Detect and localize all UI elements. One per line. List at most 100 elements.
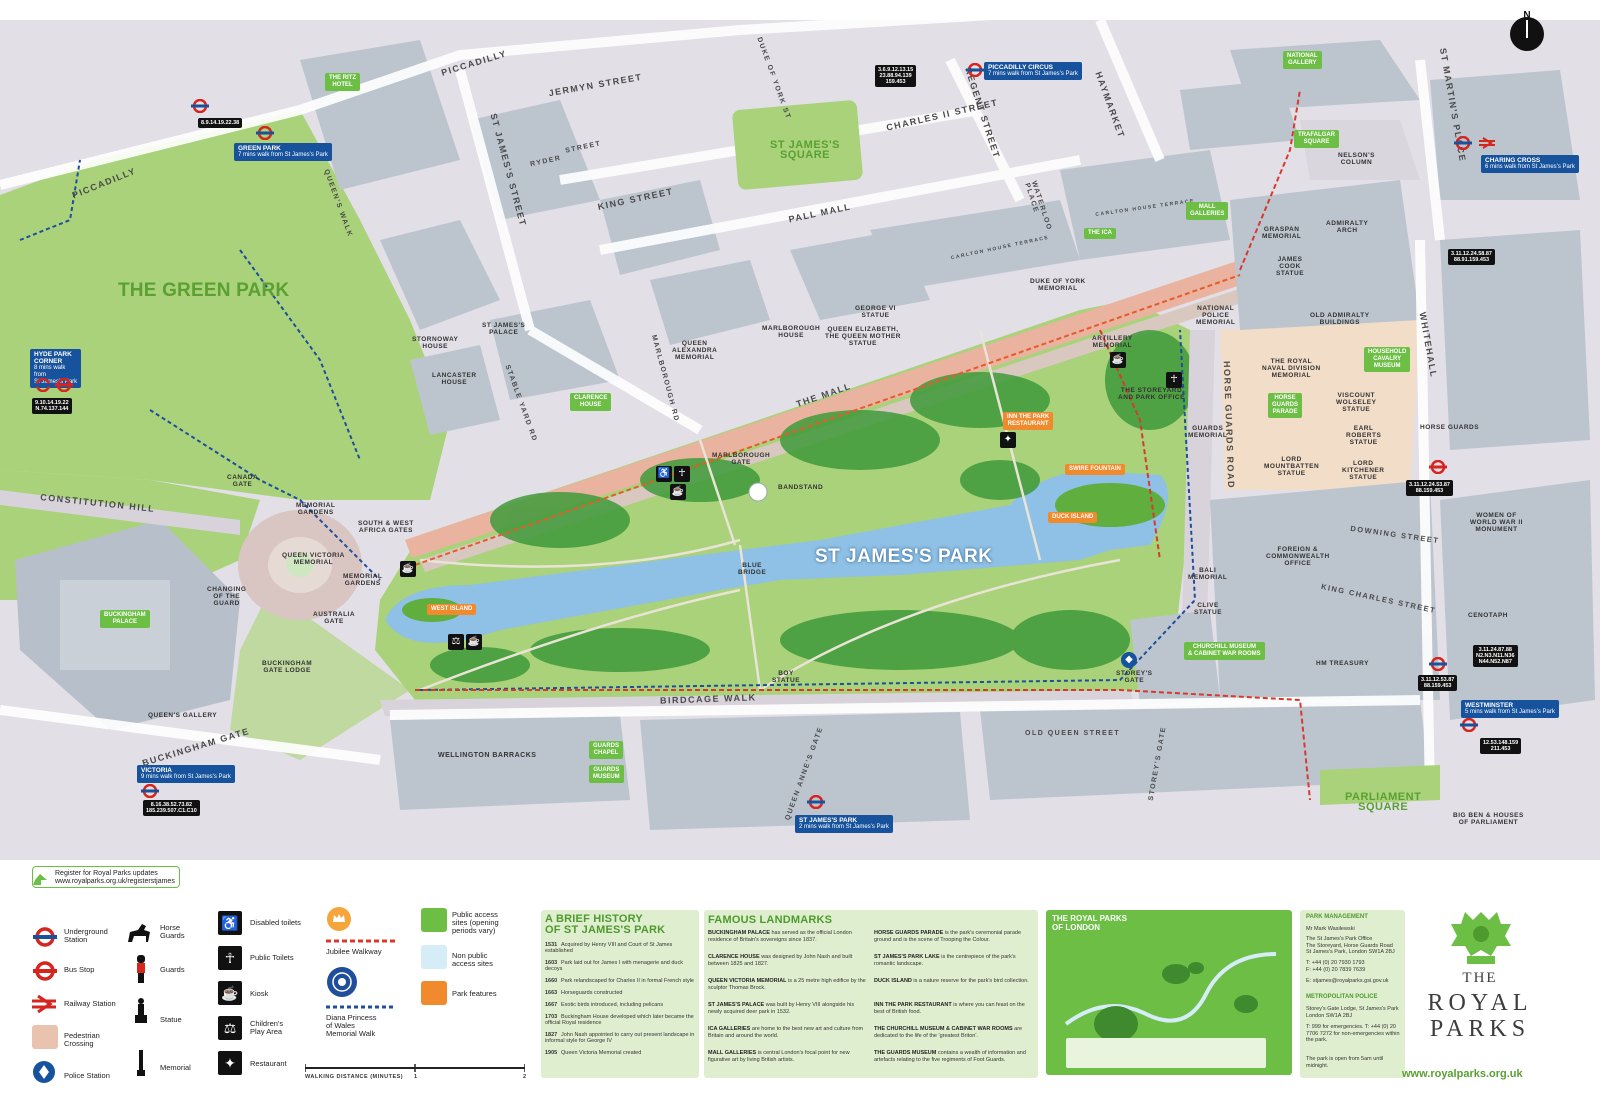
history-year: 1603	[545, 960, 558, 966]
tag-swire[interactable]: SWIRE FOUNTAIN	[1065, 464, 1125, 475]
tag-trafalgar[interactable]: TRAFALGAR SQUARE	[1294, 130, 1339, 148]
landmark-entry-text: was built by Henry VIII alongside his ne…	[708, 1002, 855, 1015]
station-walk: 5 mins walk from St James's Park	[1465, 709, 1555, 715]
landmark-national-police: NATIONAL POLICE MEMORIAL	[1196, 305, 1236, 326]
pm-manager: Mr Mark Wasilewski	[1306, 926, 1355, 932]
legend-non-public: Non public access sites	[452, 951, 493, 968]
kiosk-icon[interactable]: ☕	[400, 561, 416, 577]
landmark-entry: THE GUARDS MUSEUM contains a wealth of i…	[874, 1050, 1032, 1063]
landmark-australia-gate: AUSTRALIA GATE	[313, 611, 356, 625]
tag-household-cavalry[interactable]: HOUSEHOLD CAVALRY MUSEUM	[1364, 347, 1411, 372]
landmark-entry: MALL GALLERIES is central London's focal…	[708, 1050, 866, 1063]
legend-rail: Railway Station	[64, 999, 116, 1008]
station-walk: 9 mins walk from St James's Park	[141, 774, 231, 780]
landmark-entry-text: has served as the official London reside…	[708, 930, 852, 943]
landmark-queen-elizabeth: QUEEN ELIZABETH, THE QUEEN MOTHER STATUE	[825, 326, 901, 347]
landmark-entry: DUCK ISLAND is a nature reserve for the …	[874, 978, 1032, 985]
tag-mall-galleries[interactable]: MALL GALLERIES	[1186, 202, 1229, 220]
tag-churchill[interactable]: CHURCHILL MUSEUM & CABINET WAR ROOMS	[1184, 642, 1265, 660]
horse-guards-icon	[128, 924, 150, 942]
landmark-entry-name: ST JAMES'S PALACE	[708, 1002, 765, 1008]
public-toilets-icon[interactable]: ☥	[674, 466, 690, 482]
station-walk: 6 mins walk from St James's Park	[1485, 164, 1575, 170]
pm-tel: T: +44 (0) 20 7930 1793 F: +44 (0) 20 78…	[1306, 960, 1366, 973]
history-year: 1905	[545, 1050, 558, 1056]
history-text: Horseguards constructed	[561, 990, 623, 996]
landmark-entry: CLARENCE HOUSE was designed by John Nash…	[708, 954, 866, 967]
register-text: Register for Royal Parks updates www.roy…	[55, 870, 175, 885]
bus-routes: 3.11.12.24.58.87 88.91.159.453	[1448, 249, 1495, 265]
landmark-entry-name: QUEEN VICTORIA MEMORIAL	[708, 978, 787, 984]
royal-parks-logo-icon	[1451, 912, 1511, 964]
tag-ritz[interactable]: THE RITZ HOTEL	[325, 73, 360, 91]
tag-national-gallery[interactable]: NATIONAL GALLERY	[1283, 51, 1322, 69]
green-park-label: THE GREEN PARK	[118, 280, 290, 301]
tag-guards-museum[interactable]: GUARDS MUSEUM	[589, 765, 624, 783]
underground-icon	[807, 795, 825, 809]
street-old-queen: OLD QUEEN STREET	[1025, 730, 1121, 737]
landmark-entry: HORSE GUARDS PARADE is the park's ceremo…	[874, 930, 1032, 943]
play-area-icon[interactable]: ⚖	[448, 634, 464, 650]
tag-west-island[interactable]: WEST ISLAND	[427, 604, 477, 615]
tag-duck-island[interactable]: DUCK ISLAND	[1048, 512, 1098, 523]
bus-stop-icon	[55, 378, 73, 392]
tag-ica[interactable]: THE ICA	[1084, 228, 1116, 239]
st-james-park-label: ST JAMES'S PARK	[815, 546, 993, 567]
landmark-clive: CLIVE STATUE	[1194, 602, 1223, 616]
legend-play: Children's Play Area	[250, 1019, 284, 1036]
landmark-entry: QUEEN VICTORIA MEMORIAL is a 25 metre hi…	[708, 978, 866, 991]
tag-inn-the-park[interactable]: INN THE PARK RESTAURANT	[1003, 412, 1054, 430]
police-station-icon[interactable]: ◆	[1121, 652, 1137, 668]
royal-parks-inset[interactable]: THE ROYAL PARKS OF LONDON	[1046, 910, 1292, 1075]
pm-address: The St James's Park Office The Storeyard…	[1306, 936, 1395, 955]
logo-royal: ROYAL	[1427, 990, 1533, 1016]
history-text: Park relandscaped for Charles II in form…	[561, 978, 694, 984]
kiosk-icon[interactable]: ☕	[670, 484, 686, 500]
pm-email[interactable]: E: stjames@royalparks.gsi.gov.uk	[1306, 978, 1389, 984]
landmark-cenotaph: CENOTAPH	[1468, 612, 1508, 619]
landmark-queen-victoria: QUEEN VICTORIA MEMORIAL	[282, 552, 345, 566]
landmark-buckingham-gate-lodge: BUCKINGHAM GATE LODGE	[262, 660, 313, 674]
register-banner[interactable]: Register for Royal Parks updates www.roy…	[32, 866, 180, 888]
landmark-wellington: WELLINGTON BARRACKS	[438, 752, 537, 759]
tag-guards-chapel[interactable]: GUARDS CHAPEL	[589, 741, 624, 759]
tag-buckingham[interactable]: BUCKINGHAM PALACE	[100, 610, 150, 628]
landmark-entry-name: INN THE PARK RESTAURANT	[874, 1002, 952, 1008]
landmark-admiralty-arch: ADMIRALTY ARCH	[1326, 220, 1369, 234]
landmark-queen-alexandra: QUEEN ALEXANDRA MEMORIAL	[672, 340, 718, 361]
landmark-horse-guards: HORSE GUARDS	[1420, 424, 1480, 431]
tag-clarence[interactable]: CLARENCE HOUSE	[570, 393, 612, 411]
landmark-blue-bridge: BLUE BRIDGE	[738, 562, 767, 576]
legend-memorial: Memorial	[160, 1063, 191, 1072]
landmark-entry-name: BUCKINGHAM PALACE	[708, 930, 770, 936]
park-map[interactable]: N THE GREEN PARK ST JAMES'S PARK ST JAME…	[0, 0, 1600, 860]
kiosk-icon[interactable]: ☕	[466, 634, 482, 650]
history-year: 1660	[545, 978, 558, 984]
diana-walk-line	[326, 1005, 396, 1009]
scale-2: 2	[523, 1074, 527, 1080]
police-station-icon	[33, 1061, 55, 1083]
park-management-box: PARK MANAGEMENT Mr Mark Wasilewski The S…	[1300, 910, 1405, 1078]
history-year: 1703	[545, 1014, 558, 1020]
disabled-toilets-icon[interactable]: ♿	[656, 466, 672, 482]
police-title: METROPOLITAN POLICE	[1306, 994, 1378, 1000]
tag-horse-guards-parade[interactable]: HORSE GUARDS PARADE	[1268, 393, 1303, 418]
walking-scale	[305, 1064, 525, 1072]
restaurant-icon[interactable]: ✦	[1000, 432, 1016, 448]
website-link[interactable]: www.royalparks.org.uk	[1402, 1068, 1523, 1080]
kiosk-icon[interactable]: ☕	[1110, 352, 1126, 368]
bus-routes: 3.11.24.87.88 N2.N3.N11.N36 N44.N52.N87	[1473, 645, 1518, 667]
logo-parks: PARKS	[1429, 1016, 1531, 1042]
public-toilets-icon[interactable]: ☥	[1166, 372, 1182, 388]
legend-police: Police Station	[64, 1071, 110, 1080]
underground-icon	[966, 63, 984, 77]
history-year: 1663	[545, 990, 558, 996]
inset-map	[1064, 952, 1277, 1068]
